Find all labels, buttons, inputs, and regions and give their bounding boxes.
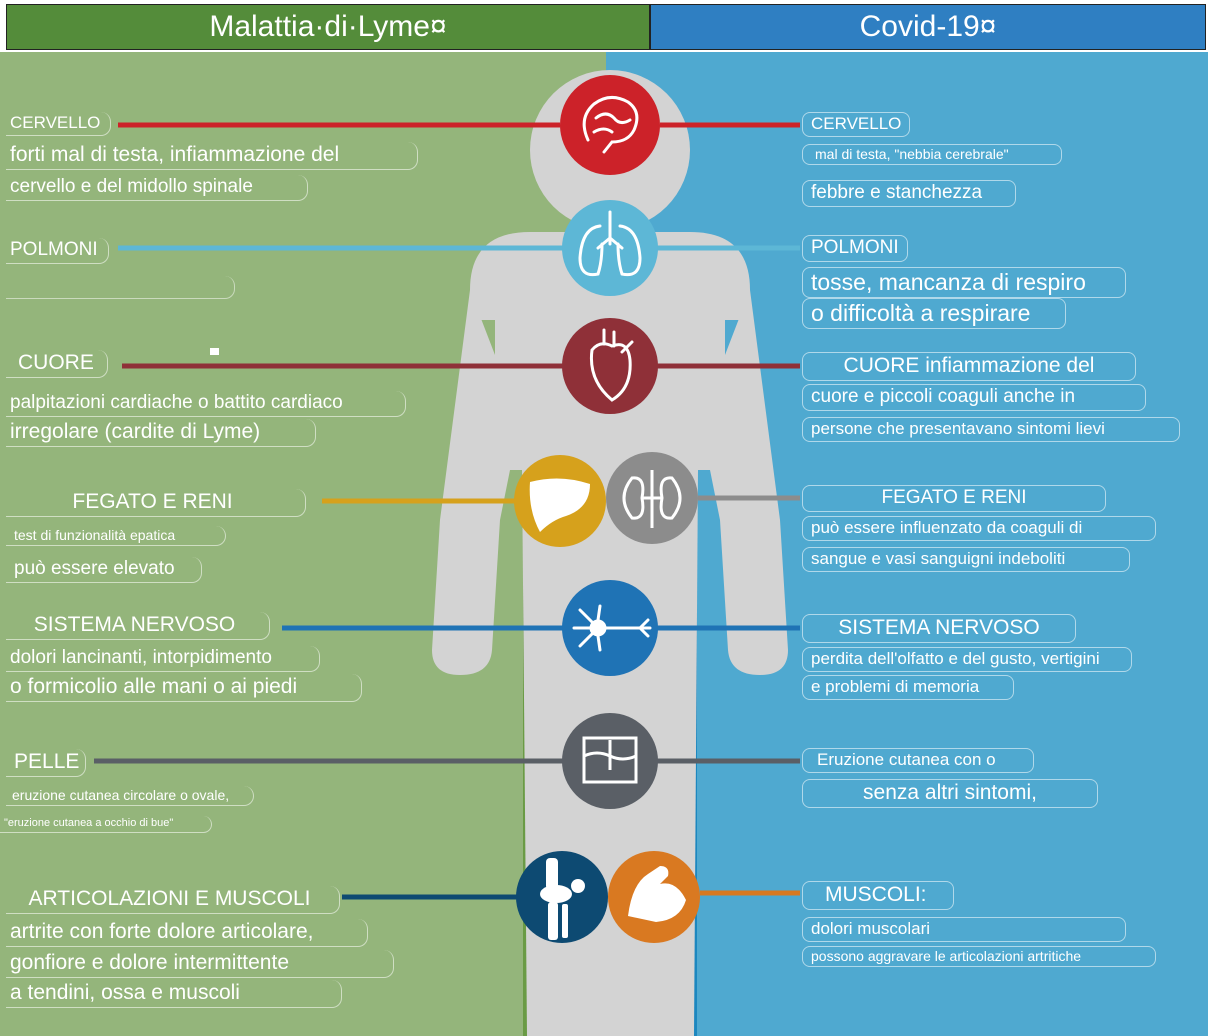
lyme-cuore-title: CUORE — [6, 350, 108, 379]
covid-cuore-line2: cuore e piccoli coaguli anche in — [802, 384, 1146, 411]
lyme-nervoso-line2: o formicolio alle mani o ai piedi — [6, 674, 362, 703]
covid-cuore-line3: persone che presentavano sintomi lievi — [802, 417, 1180, 442]
covid-nervoso-line2: e problemi di memoria — [802, 675, 1014, 700]
brain-icon — [560, 75, 660, 175]
covid-header: Covid-19¤ — [650, 4, 1206, 50]
covid-panel — [606, 52, 1208, 1036]
lyme-articolazioni-line2: gonfiore e dolore intermittente — [6, 950, 394, 979]
covid-cervello-title: CERVELLO — [802, 112, 911, 137]
lyme-fegato-line1: test di funzionalità epatica — [6, 526, 226, 547]
lyme-articolazioni-line1: artrite con forte dolore articolare, — [6, 919, 368, 948]
covid-fegato-line1: può essere influenzato da coaguli di — [802, 516, 1156, 541]
liver-icon — [514, 455, 606, 547]
lyme-nervoso-line1: dolori lancinanti, intorpidimento — [6, 646, 320, 672]
covid-pelle-line2: senza altri sintomi, — [802, 779, 1098, 809]
lyme-polmoni-empty-box — [6, 276, 235, 299]
covid-nervoso-title: SISTEMA NERVOSO — [802, 614, 1076, 644]
lyme-header: Malattia·di·Lyme¤ — [6, 4, 650, 50]
lungs-icon — [562, 200, 658, 296]
covid-cervello-line1: mal di testa, "nebbia cerebrale" — [802, 144, 1062, 166]
covid-polmoni-line1: tosse, mancanza di respiro — [802, 267, 1126, 299]
covid-muscoli-title: MUSCOLI: — [802, 881, 954, 911]
covid-polmoni-title: POLMONI — [802, 235, 908, 262]
covid-polmoni-line2: o difficoltà a respirare — [802, 298, 1066, 330]
lyme-nervoso-title: SISTEMA NERVOSO — [6, 612, 270, 641]
lyme-pelle-line2: "eruzione cutanea a occhio di bue" — [0, 816, 212, 833]
lyme-cuore-line1: palpitazioni cardiache o battito cardiac… — [6, 391, 406, 417]
lyme-cervello-title: CERVELLO — [6, 112, 112, 136]
lyme-pelle-line1: eruzione cutanea circolare o ovale, — [6, 786, 254, 807]
covid-cervello-line2: febbre e stanchezza — [802, 180, 1016, 207]
lyme-fegato-line2: può essere elevato — [6, 557, 202, 583]
covid-fegato-title: FEGATO E RENI — [802, 485, 1106, 512]
heart-icon — [562, 318, 658, 414]
white-marker — [210, 348, 219, 355]
covid-muscoli-line2: possono aggravare le articolazioni artri… — [802, 946, 1156, 968]
lyme-fegato-title: FEGATO E RENI — [6, 489, 306, 518]
flexed-arm-icon — [608, 851, 700, 943]
lyme-polmoni-title: POLMONI — [6, 238, 109, 264]
lyme-cuore-line2: irregolare (cardite di Lyme) — [6, 419, 316, 448]
lyme-cervello-line2: cervello e del midollo spinale — [6, 175, 308, 201]
skin-icon — [562, 713, 658, 809]
lyme-pelle-title: PELLE — [6, 749, 86, 778]
covid-pelle-line1: Eruzione cutanea con o — [802, 748, 1034, 773]
lyme-articolazioni-line3: a tendini, ossa e muscoli — [6, 980, 342, 1009]
covid-nervoso-line1: perdita dell'olfatto e del gusto, vertig… — [802, 647, 1132, 672]
knee-joint-icon — [516, 851, 608, 943]
neuron-icon — [562, 580, 658, 676]
covid-fegato-line2: sangue e vasi sanguigni indeboliti — [802, 547, 1130, 572]
lyme-cervello-line1: forti mal di testa, infiammazione del — [6, 142, 418, 171]
lyme-articolazioni-title: ARTICOLAZIONI E MUSCOLI — [6, 886, 340, 915]
lyme-panel — [0, 52, 606, 1036]
covid-muscoli-line1: dolori muscolari — [802, 917, 1126, 942]
covid-cuore-line1: CUORE infiammazione del — [802, 352, 1136, 382]
kidneys-icon — [606, 452, 698, 544]
